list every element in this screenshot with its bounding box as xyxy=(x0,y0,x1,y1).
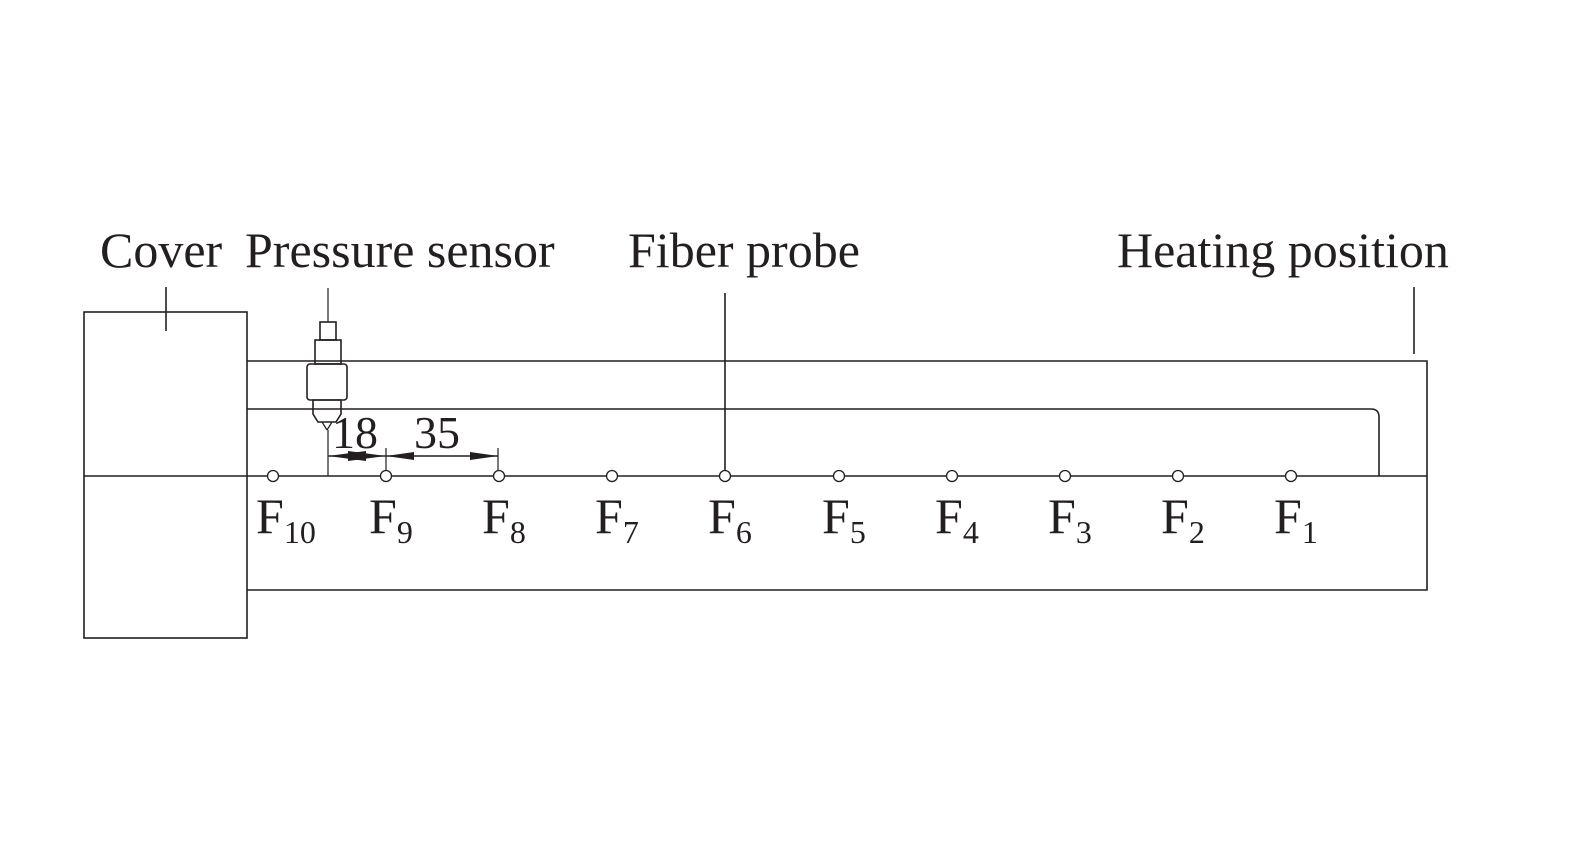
point-label-main: F xyxy=(935,488,963,544)
measurement-point-marker xyxy=(945,469,959,483)
point-label-main: F xyxy=(369,488,397,544)
point-label-subscript: 1 xyxy=(1302,514,1318,550)
measurement-point-marker xyxy=(1058,469,1072,483)
point-label-main: F xyxy=(708,488,736,544)
measurement-point-label: F4 xyxy=(935,488,979,550)
measurement-point-marker xyxy=(605,469,619,483)
point-label-subscript: 6 xyxy=(736,514,752,550)
heating-position-label: Heating position xyxy=(1117,222,1449,278)
measurement-point-marker xyxy=(492,469,506,483)
point-label-subscript: 8 xyxy=(510,514,526,550)
cover-block xyxy=(83,311,248,639)
cover-label: Cover xyxy=(100,222,223,278)
measurement-point-label: F1 xyxy=(1274,488,1318,550)
dimension-18: 18 xyxy=(332,407,378,458)
measurement-point-marker xyxy=(379,469,393,483)
measurement-point-marker xyxy=(1171,469,1185,483)
fiber-probe-label: Fiber probe xyxy=(628,222,860,278)
point-label-subscript: 9 xyxy=(397,514,413,550)
dimension-35: 35 xyxy=(414,407,460,458)
measurement-point-marker xyxy=(1284,469,1298,483)
measurement-point-label: F5 xyxy=(822,488,866,550)
point-label-subscript: 5 xyxy=(850,514,866,550)
measurement-point-label: F7 xyxy=(595,488,639,550)
point-label-subscript: 4 xyxy=(963,514,979,550)
pressure-sensor-label: Pressure sensor xyxy=(245,222,555,278)
point-label-main: F xyxy=(595,488,623,544)
pressure-sensor-body xyxy=(306,288,348,476)
point-label-subscript: 3 xyxy=(1076,514,1092,550)
inner-channel-outline xyxy=(247,408,1380,476)
measurement-point-label: F10 xyxy=(256,488,316,550)
point-label-main: F xyxy=(482,488,510,544)
point-label-subscript: 2 xyxy=(1189,514,1205,550)
point-label-main: F xyxy=(822,488,850,544)
point-label-main: F xyxy=(1161,488,1189,544)
point-label-main: F xyxy=(1274,488,1302,544)
measurement-point-marker xyxy=(718,469,732,483)
measurement-point-label: F8 xyxy=(482,488,526,550)
point-label-subscript: 7 xyxy=(623,514,639,550)
measurement-point-marker xyxy=(266,469,280,483)
measurement-point-label: F9 xyxy=(369,488,413,550)
point-label-main: F xyxy=(1048,488,1076,544)
measurement-point-label: F3 xyxy=(1048,488,1092,550)
measurement-point-label: F6 xyxy=(708,488,752,550)
measurement-point-marker xyxy=(832,469,846,483)
measurement-point-label: F2 xyxy=(1161,488,1205,550)
point-label-main: F xyxy=(256,488,284,544)
point-label-subscript: 10 xyxy=(284,514,316,550)
